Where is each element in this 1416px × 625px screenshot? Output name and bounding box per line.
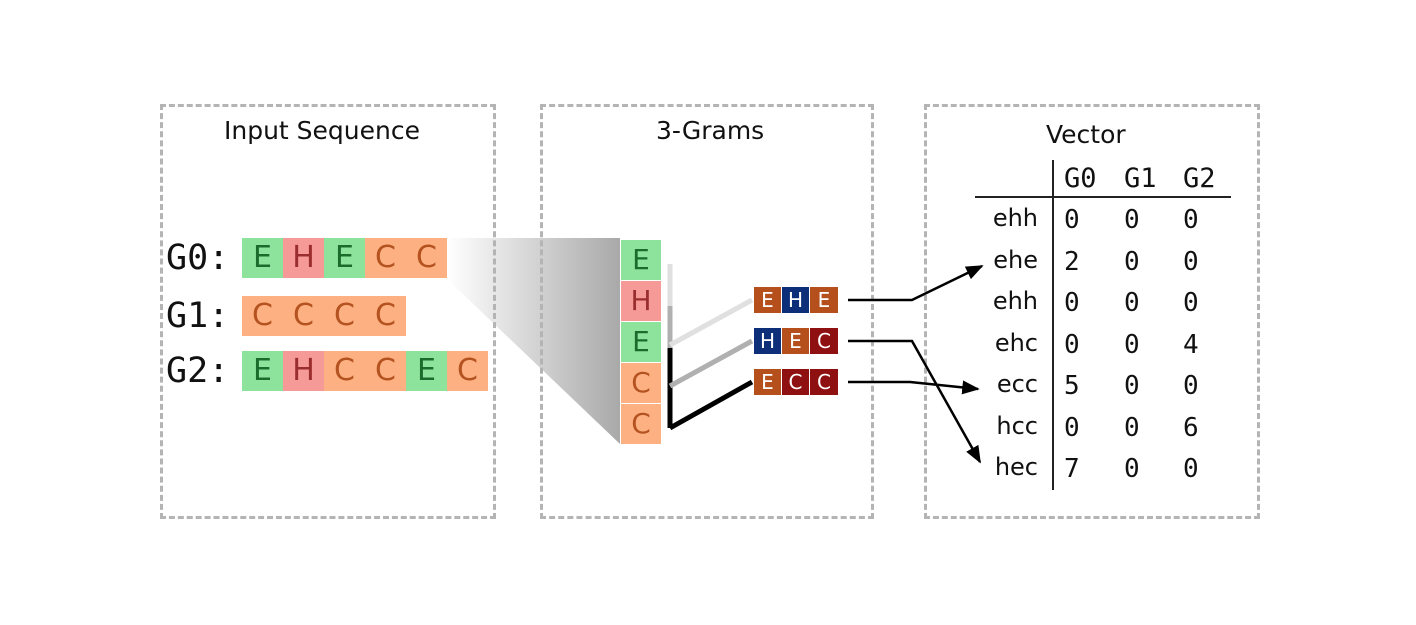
table-row-label: ecc bbox=[996, 370, 1038, 398]
three-grams-panel bbox=[540, 104, 874, 519]
sequence-cell: H bbox=[283, 238, 324, 278]
sequence-cell: C bbox=[365, 238, 406, 278]
vector-panel bbox=[924, 104, 1260, 519]
table-cell: 0 bbox=[1183, 205, 1199, 235]
table-row-label: ehh bbox=[992, 287, 1038, 315]
sequence-cell: C bbox=[365, 296, 406, 336]
sequence-cell: E bbox=[324, 238, 365, 278]
table-cell: 0 bbox=[1064, 412, 1080, 443]
arrow-ehe bbox=[848, 264, 984, 302]
table-row-label: hcc bbox=[996, 411, 1038, 440]
sequence-label: G2: bbox=[166, 351, 230, 391]
arrow-hec bbox=[848, 339, 982, 464]
table-row-label: ehc bbox=[994, 328, 1038, 357]
sequence-cell: E bbox=[406, 351, 447, 391]
zoom-fan bbox=[447, 238, 620, 444]
three-gram-cell: H bbox=[782, 287, 810, 313]
table-cell: 6 bbox=[1183, 412, 1199, 443]
table-cell: 2 bbox=[1064, 246, 1080, 277]
link-line-ehe bbox=[668, 297, 754, 348]
sequence-cell: C bbox=[406, 238, 447, 278]
table-cell: 0 bbox=[1064, 205, 1080, 235]
sequence-cell: C bbox=[324, 296, 365, 336]
table-cell: 0 bbox=[1124, 205, 1140, 235]
arrow-ecc bbox=[848, 380, 980, 395]
sequence-cell: C bbox=[242, 296, 283, 336]
table-cell: 7 bbox=[1064, 454, 1080, 484]
link-line-ecc bbox=[668, 379, 754, 431]
sequence-label: G1: bbox=[166, 296, 230, 336]
vertical-cell: E bbox=[621, 240, 661, 280]
sequence-cell: C bbox=[283, 296, 324, 336]
three-gram-cell: E bbox=[810, 287, 838, 313]
three-gram-cell: C bbox=[810, 328, 838, 354]
table-cell: 0 bbox=[1124, 454, 1140, 484]
table-cell: 0 bbox=[1124, 412, 1140, 443]
sequence-cell: C bbox=[324, 351, 365, 391]
table-cell: 0 bbox=[1064, 329, 1080, 360]
sequence-cell: E bbox=[242, 238, 283, 278]
table-row-label: ehh bbox=[992, 204, 1038, 232]
table-cell: 0 bbox=[1183, 288, 1199, 318]
table-cell: 0 bbox=[1064, 288, 1080, 318]
table-cell: 0 bbox=[1124, 371, 1140, 401]
three-gram-cell: C bbox=[782, 369, 810, 395]
table-column-header: G0 bbox=[1064, 163, 1097, 194]
three-gram-cell: H bbox=[754, 328, 782, 354]
vertical-cell: E bbox=[621, 322, 661, 362]
three-grams-title: 3-Grams bbox=[656, 116, 765, 145]
table-row-label: hec bbox=[994, 453, 1038, 481]
sequence-cell: E bbox=[242, 351, 283, 391]
table-row-label: ehe bbox=[993, 245, 1038, 274]
sequence-cell: C bbox=[365, 351, 406, 391]
table-cell: 0 bbox=[1183, 246, 1199, 277]
vertical-cell: H bbox=[621, 281, 661, 321]
three-gram-cell: E bbox=[782, 328, 810, 354]
sequence-cell: C bbox=[447, 351, 488, 391]
table-cell: 4 bbox=[1183, 329, 1199, 360]
three-gram-cell: C bbox=[810, 369, 838, 395]
table-cell: 5 bbox=[1064, 371, 1080, 401]
sequence-label: G0: bbox=[166, 238, 230, 278]
link-line-hec bbox=[668, 338, 754, 389]
table-cell: 0 bbox=[1124, 329, 1140, 360]
three-gram-cell: E bbox=[754, 369, 782, 395]
vector-title: Vector bbox=[1046, 120, 1126, 149]
table-column-header: G2 bbox=[1183, 163, 1216, 194]
vertical-cell: C bbox=[621, 404, 661, 444]
table-cell: 0 bbox=[1124, 288, 1140, 318]
table-column-header: G1 bbox=[1124, 163, 1157, 194]
sequence-cell: H bbox=[283, 351, 324, 391]
three-gram-cell: E bbox=[754, 287, 782, 313]
table-cell: 0 bbox=[1183, 454, 1199, 484]
input-sequence-title: Input Sequence bbox=[224, 116, 420, 145]
input-sequence-panel bbox=[160, 104, 496, 519]
table-cell: 0 bbox=[1124, 246, 1140, 277]
vertical-cell: C bbox=[621, 363, 661, 403]
table-cell: 0 bbox=[1183, 371, 1199, 401]
